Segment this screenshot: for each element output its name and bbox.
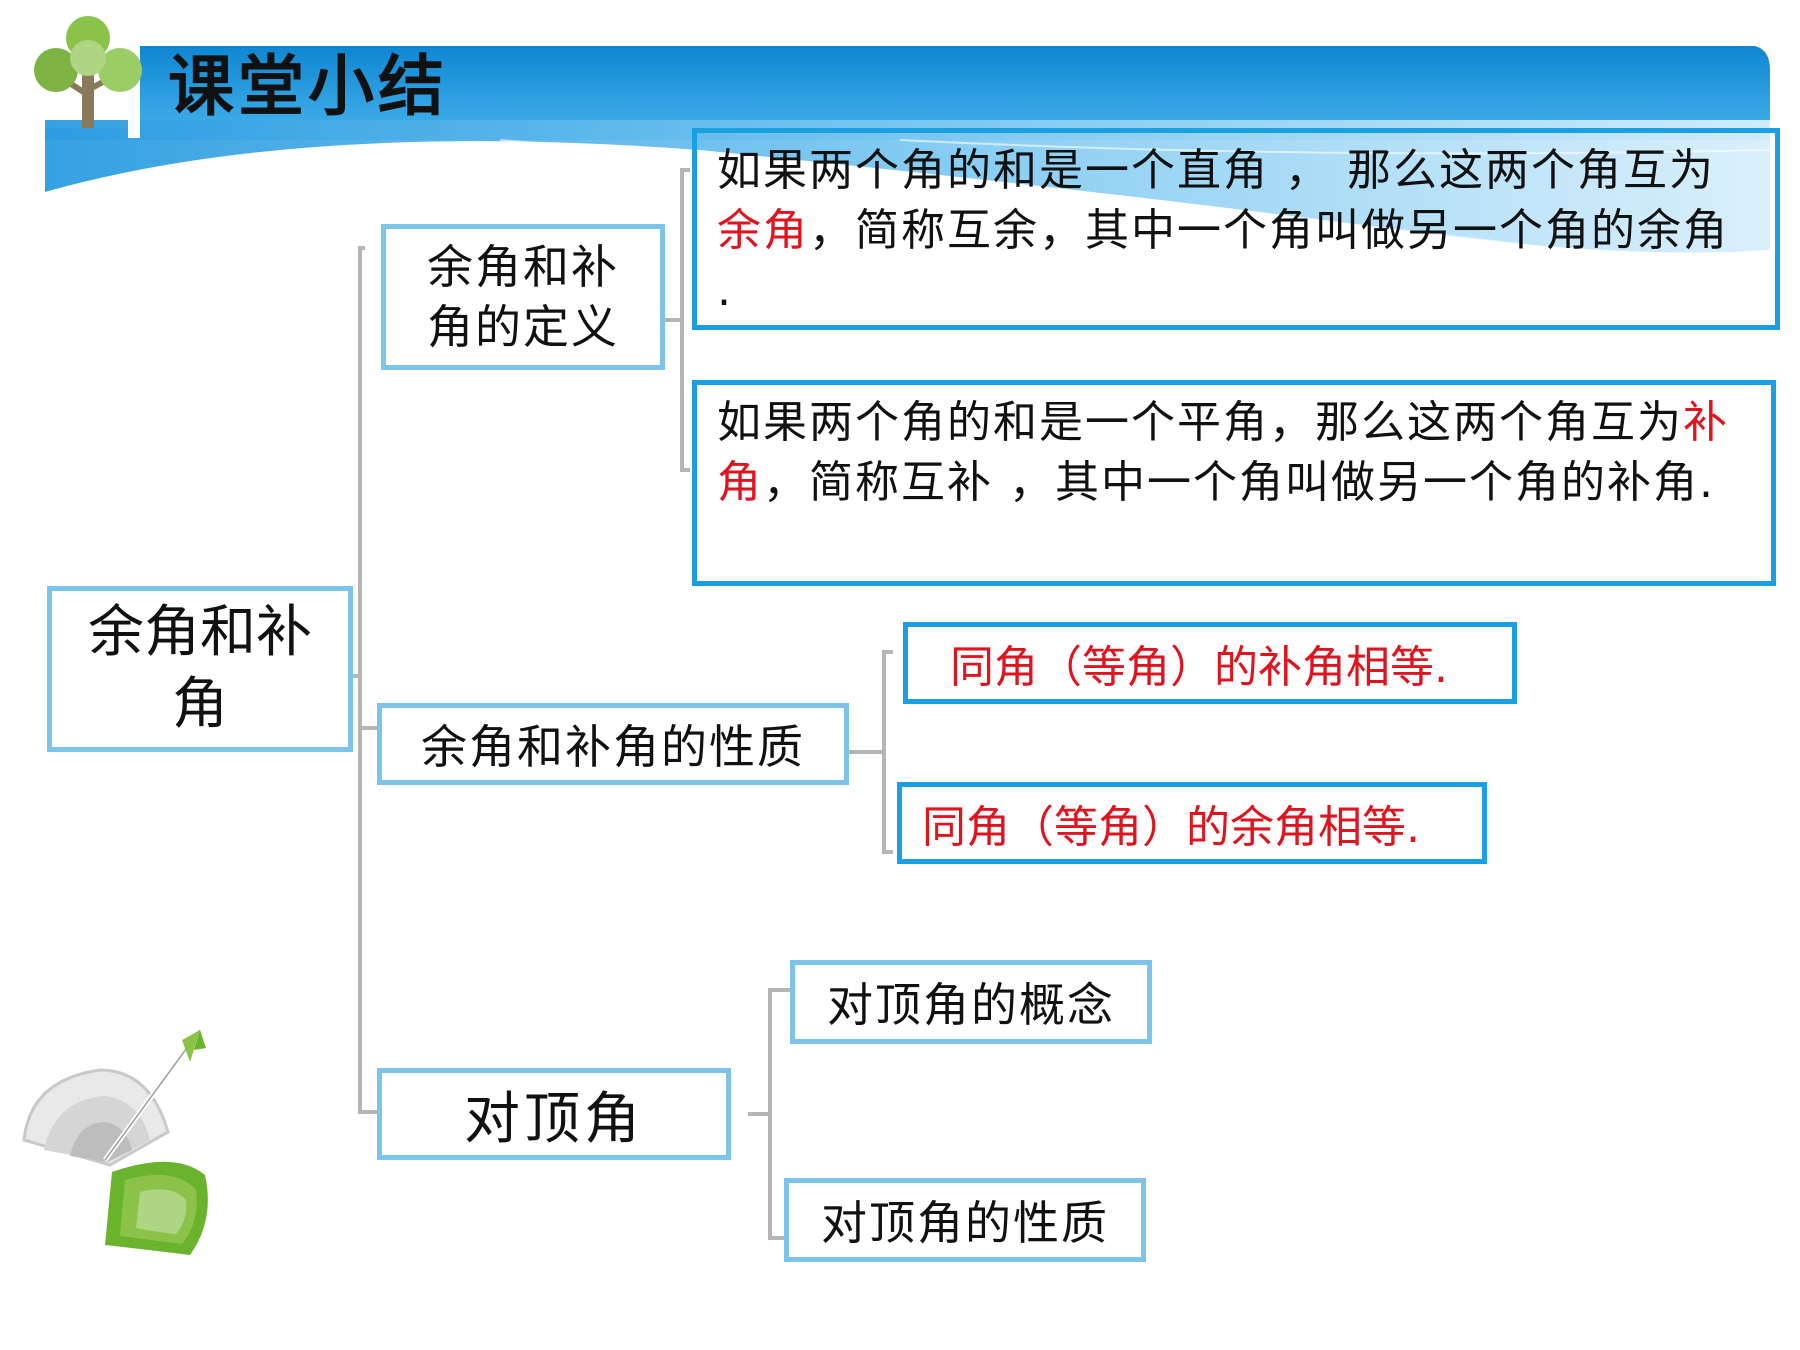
vertical-angle-property-label: 对顶角的性质 <box>821 1196 1109 1250</box>
definition-complementary-pre: 如果两个角的和是一个直角 ， 那么这两个角互为 <box>717 145 1715 196</box>
definition-supplementary-term: 补角 <box>717 397 1729 508</box>
property-complementary-equal: 同角（等角）的余角相等. <box>897 782 1487 864</box>
definition-supplementary-pre: 如果两个角的和是一个平角，那么这两个角互为 <box>717 397 1683 448</box>
property-complementary-equal-text: 同角（等角）的余角相等. <box>922 802 1420 853</box>
definition-complementary-term: 余角 <box>717 205 809 256</box>
definition-complementary: 如果两个角的和是一个直角 ， 那么这两个角互为余角，简称互余，其中一个角叫做另一… <box>692 128 1780 330</box>
definition-supplementary: 如果两个角的和是一个平角，那么这两个角互为补角，简称互补 ，其中一个角叫做另一个… <box>692 380 1776 586</box>
property-supplementary-equal: 同角（等角）的补角相等. <box>903 622 1517 704</box>
target-arrow-icon <box>22 1028 208 1255</box>
definition-supplementary-post: ，简称互补 ，其中一个角叫做另一个角的补角. <box>763 457 1715 508</box>
definition-complementary-post: ，简称互余，其中一个角叫做另一个角的余角 . <box>717 205 1729 316</box>
connector-lines <box>352 168 893 1240</box>
branch-property: 余角和补角的性质 <box>377 703 849 785</box>
header-banner <box>45 46 1771 261</box>
root-node: 余角和补 角 <box>47 586 353 752</box>
branch-definition: 余角和补 角的定义 <box>381 224 665 370</box>
branch-definition-line1: 余角和补 <box>427 240 619 294</box>
tree-logo-icon <box>34 16 142 128</box>
root-node-line1: 余角和补 <box>88 600 312 665</box>
property-supplementary-equal-text: 同角（等角）的补角相等. <box>950 642 1448 693</box>
branch-definition-line2: 角的定义 <box>427 300 619 354</box>
branch-vertical-angles-label: 对顶角 <box>464 1086 644 1152</box>
vertical-angle-concept-label: 对顶角的概念 <box>827 978 1115 1032</box>
vertical-angle-concept: 对顶角的概念 <box>790 960 1152 1044</box>
branch-property-label: 余角和补角的性质 <box>421 720 805 774</box>
vertical-angle-property: 对顶角的性质 <box>784 1178 1146 1262</box>
page-title: 课堂小结 <box>168 48 448 125</box>
branch-vertical-angles: 对顶角 <box>377 1068 731 1160</box>
root-node-line2: 角 <box>172 672 228 737</box>
